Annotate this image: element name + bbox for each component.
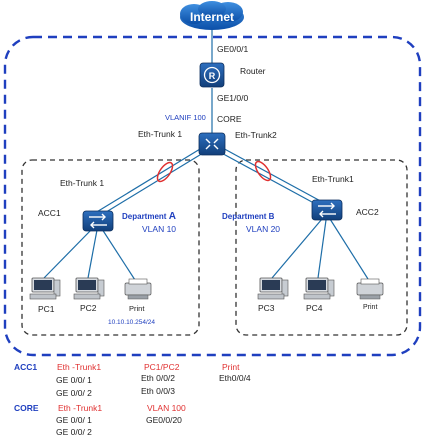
legend-acc1-trunk-port-2: GE 0/0/ 2 [56, 388, 92, 398]
legend-acc1-trunk-title: Eth -Trunk1 [57, 362, 101, 372]
link-acc1-pc1 [43, 227, 94, 279]
core-switch-icon [198, 132, 226, 156]
router-label: Router [240, 66, 266, 76]
eth-trunk-marker-right [254, 160, 272, 182]
core-vlanif: VLANIF 100 [165, 113, 206, 122]
dept-a-title: Department A [122, 211, 176, 222]
printer-a-label: Print [129, 304, 145, 313]
pc1-label: PC1 [38, 304, 55, 314]
internet-cloud-icon [180, 1, 244, 30]
eth-trunk-marker-left [156, 161, 174, 183]
pc3-label: PC3 [258, 303, 275, 313]
legend-acc1-pc-port-1: Eth 0/0/2 [141, 373, 175, 383]
legend-acc1-print-port: Eth0/0/4 [219, 373, 251, 383]
acc2-switch-icon [311, 199, 343, 221]
acc1-switch-icon [82, 210, 114, 232]
legend-acc1-trunk-port-1: GE 0/0/ 1 [56, 375, 92, 385]
pc3-icon [257, 277, 289, 300]
router-port-up: GE0/0/1 [217, 44, 248, 54]
pc4-label: PC4 [306, 303, 323, 313]
legend-core-name: CORE [14, 403, 39, 413]
acc1-label: ACC1 [38, 208, 61, 218]
core-trunk-left: Eth-Trunk 1 [138, 129, 182, 139]
legend-core-trunk-port-2: GE 0/0/ 2 [56, 427, 92, 437]
pc2-icon [73, 277, 105, 300]
dept-b-title: Department B [222, 212, 275, 221]
printer-a-icon [124, 278, 152, 300]
printer-b-label: Print [363, 304, 377, 311]
core-label: CORE [217, 114, 242, 124]
legend-core-vlan-port: GE0/0/20 [146, 415, 182, 425]
acc2-label: ACC2 [356, 207, 379, 217]
dept-a-title-letter: A [169, 211, 176, 222]
link-acc2-pc3 [271, 218, 323, 279]
legend-core-trunk-port-1: GE 0/0/ 1 [56, 415, 92, 425]
printer-b-icon [356, 278, 384, 300]
pc4-icon [303, 277, 335, 300]
svg-text:R: R [209, 71, 216, 81]
department-b-box [235, 159, 408, 336]
core-trunk-right: Eth-Trunk2 [235, 130, 277, 140]
link-core-acc1-a [94, 145, 206, 214]
legend-core-vlan-title: VLAN 100 [147, 403, 186, 413]
internet-label: Internet [190, 10, 234, 24]
network-boundary [3, 35, 422, 357]
dept-a-gateway: 10.10.10.254/24 [108, 319, 155, 326]
router-icon: R [199, 62, 225, 88]
link-acc1-printer [101, 228, 136, 281]
dept-b-vlan: VLAN 20 [246, 224, 280, 234]
link-acc1-pc2 [87, 229, 98, 279]
legend-acc1-print-title: Print [222, 362, 240, 372]
link-core-acc1-b [97, 149, 209, 218]
router-port-down: GE1/0/0 [217, 93, 248, 103]
link-acc2-pc4 [317, 219, 327, 279]
dept-a-trunk: Eth-Trunk 1 [60, 178, 104, 188]
legend-core-trunk-title: Eth -Trunk1 [58, 403, 102, 413]
legend-acc1-name: ACC1 [14, 362, 37, 372]
dept-a-vlan: VLAN 10 [142, 224, 176, 234]
pc2-label: PC2 [80, 303, 97, 313]
dept-a-title-prefix: Department [122, 212, 169, 221]
legend-acc1-pc-title: PC1/PC2 [144, 362, 180, 372]
link-core-acc2-a [218, 145, 327, 205]
links [43, 30, 369, 281]
dept-b-trunk: Eth-Trunk1 [312, 174, 354, 184]
pc1-icon [29, 277, 61, 300]
link-acc2-printer [329, 218, 369, 280]
legend-acc1-pc-port-2: Eth 0/0/3 [141, 386, 175, 396]
